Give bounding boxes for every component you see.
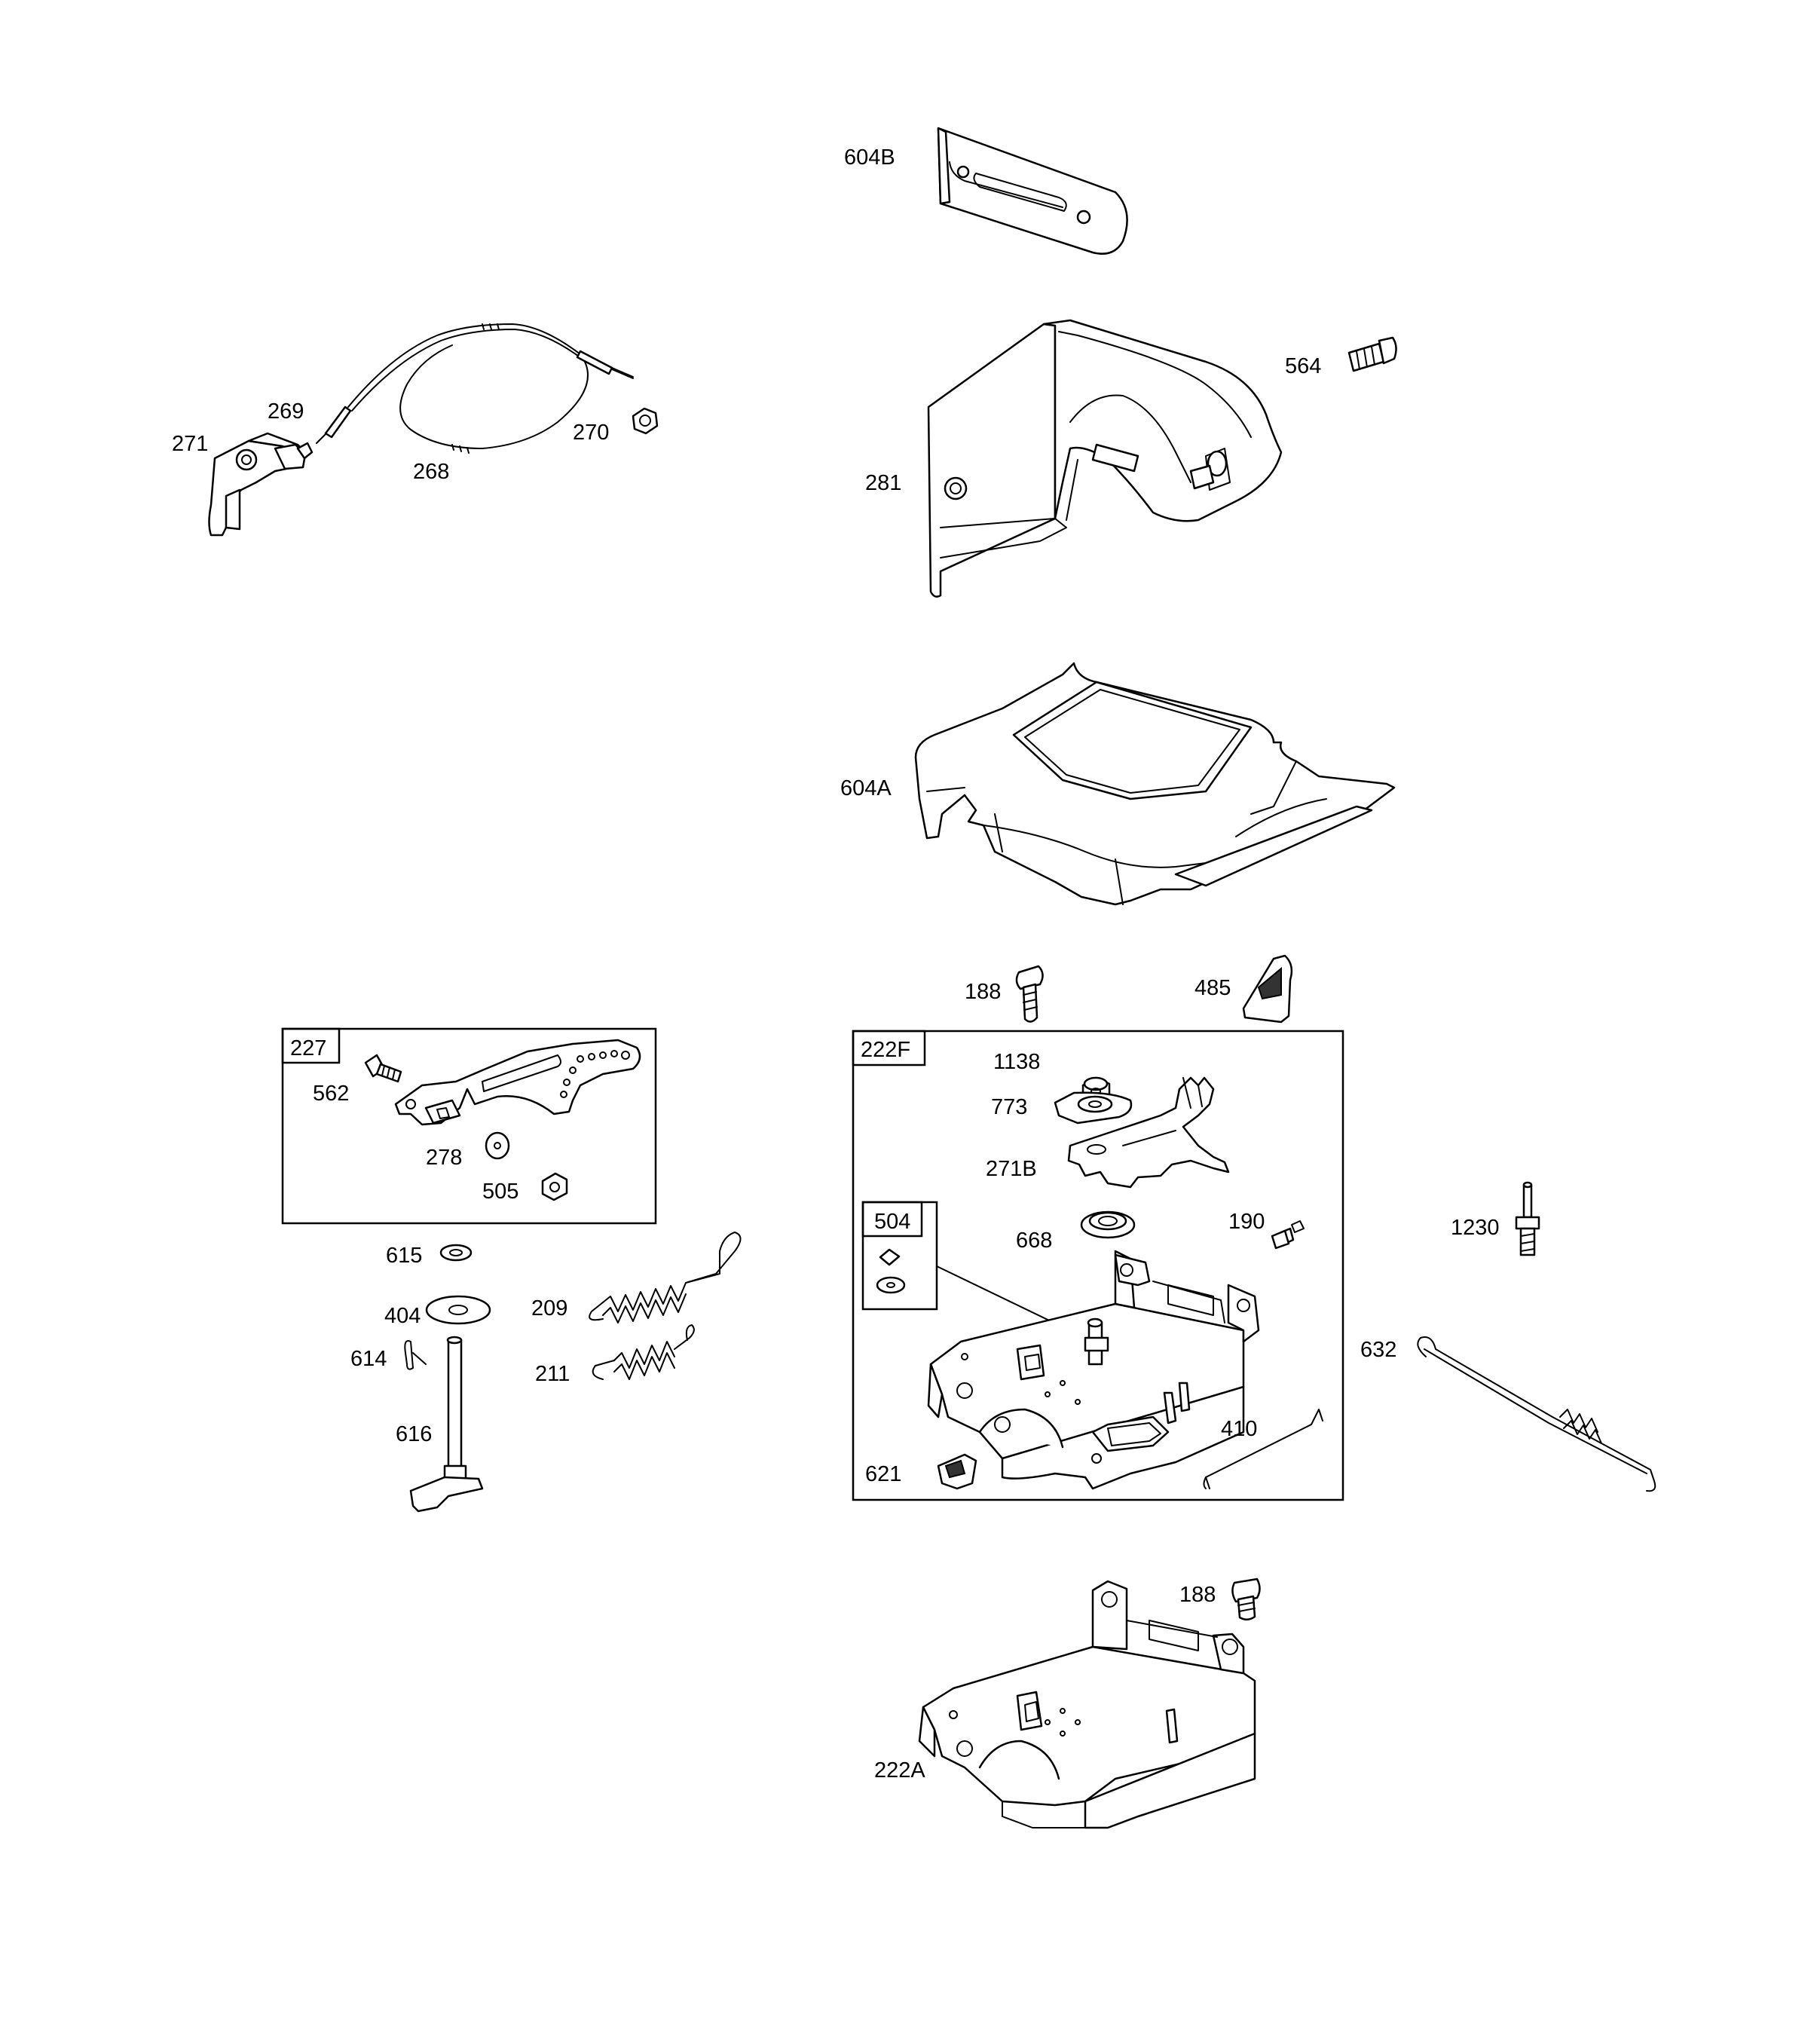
part-222A <box>918 1580 1256 1829</box>
callout-773: 773 <box>991 1095 1027 1119</box>
part-632 <box>1417 1336 1656 1492</box>
part-268 <box>347 323 634 454</box>
callout-1138: 1138 <box>993 1050 1040 1074</box>
part-773 <box>1054 1091 1133 1125</box>
callout-604A: 604A <box>840 776 892 800</box>
callout-614: 614 <box>350 1347 387 1371</box>
box-222F-label: 222F <box>861 1038 910 1062</box>
part-269 <box>316 405 352 444</box>
part-188-bottom <box>1231 1578 1261 1620</box>
callout-271: 271 <box>172 432 208 456</box>
callout-632: 632 <box>1360 1338 1396 1362</box>
part-188-top <box>1015 965 1044 1023</box>
callout-269: 269 <box>268 399 304 424</box>
callout-209: 209 <box>531 1296 567 1320</box>
callout-564: 564 <box>1285 354 1321 378</box>
callout-281: 281 <box>865 471 901 495</box>
box-227 <box>281 1027 657 1225</box>
part-404 <box>425 1295 491 1325</box>
callout-668: 668 <box>1016 1229 1052 1253</box>
part-564 <box>1347 336 1397 372</box>
callout-271B: 271B <box>986 1157 1037 1181</box>
part-562 <box>364 1054 402 1083</box>
box-504-label: 504 <box>874 1210 910 1234</box>
callout-268: 268 <box>413 460 449 484</box>
callout-190: 190 <box>1228 1210 1265 1234</box>
part-410 <box>1203 1409 1323 1489</box>
callout-188-top: 188 <box>965 980 1001 1004</box>
part-505 <box>541 1172 568 1201</box>
part-668 <box>1080 1210 1136 1239</box>
callout-222A: 222A <box>874 1758 925 1783</box>
part-485 <box>1242 954 1293 1024</box>
callout-562: 562 <box>313 1082 349 1106</box>
part-614 <box>404 1340 427 1370</box>
callout-615: 615 <box>386 1244 422 1268</box>
part-1230 <box>1515 1181 1540 1256</box>
part-209 <box>589 1232 742 1324</box>
callout-604B: 604B <box>844 145 895 170</box>
callout-410: 410 <box>1221 1417 1257 1441</box>
part-604A <box>914 662 1396 906</box>
part-604B <box>937 127 1128 255</box>
callout-211: 211 <box>535 1362 570 1386</box>
callout-404: 404 <box>384 1304 421 1328</box>
part-271B <box>1067 1076 1230 1189</box>
part-271 <box>208 432 314 537</box>
part-615 <box>439 1244 473 1262</box>
callout-1230: 1230 <box>1451 1216 1500 1240</box>
callout-505: 505 <box>482 1180 518 1204</box>
part-227-bracket <box>394 1039 641 1126</box>
callout-616: 616 <box>396 1422 432 1446</box>
callout-485: 485 <box>1194 976 1231 1000</box>
part-616 <box>409 1336 484 1513</box>
part-281 <box>927 319 1283 598</box>
part-211 <box>592 1324 695 1380</box>
callout-621: 621 <box>865 1462 901 1486</box>
callout-278: 278 <box>426 1146 462 1170</box>
box-227-label: 227 <box>290 1036 326 1060</box>
callout-188-bottom: 188 <box>1179 1583 1216 1607</box>
callout-270: 270 <box>573 421 609 445</box>
box-222F <box>852 1030 1344 1501</box>
part-222F-base <box>927 1250 1260 1490</box>
part-270 <box>632 407 659 435</box>
part-190 <box>1271 1220 1305 1250</box>
part-621 <box>937 1453 977 1490</box>
part-278 <box>485 1131 510 1160</box>
